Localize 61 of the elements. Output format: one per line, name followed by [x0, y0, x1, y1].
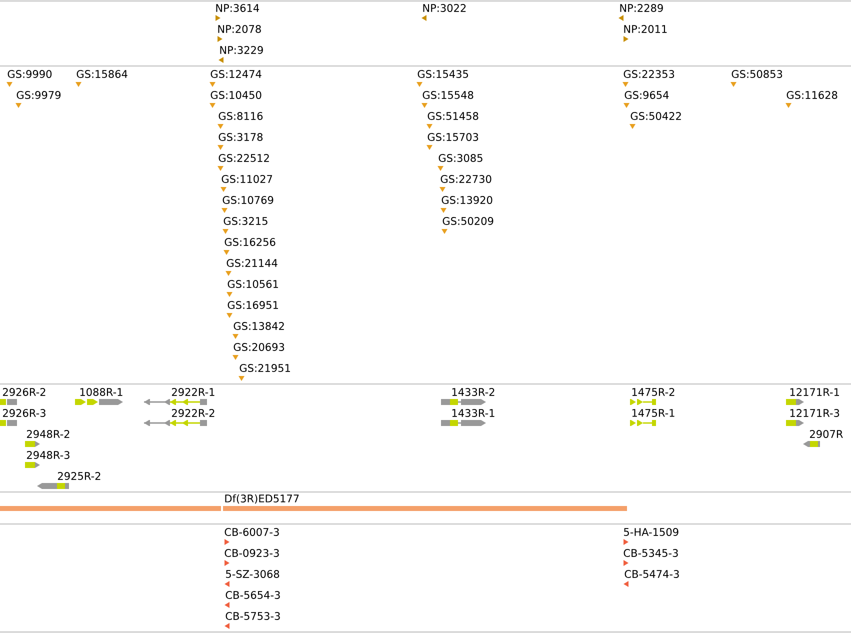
gene-label: 12171R-3 — [790, 409, 840, 417]
feature-label: CB-0923-3 — [224, 549, 279, 557]
gene-label: 1475R-1 — [632, 409, 674, 417]
feature-label: GS:11027 — [222, 175, 272, 183]
feature-label: GS:22353 — [624, 70, 674, 78]
feature-label: GS:22730 — [440, 175, 492, 183]
gene-label: 1088R-1 — [80, 388, 122, 396]
feature-label: CB-5474-3 — [624, 570, 679, 578]
feature-label: GS:15864 — [76, 70, 128, 78]
gene-label: 2926R-2 — [2, 388, 46, 396]
gene-label: 2925R-2 — [58, 472, 100, 480]
feature-label: GS:21144 — [226, 259, 278, 267]
feature-label: GS:13920 — [442, 196, 492, 204]
gene-label: 2948R-3 — [26, 451, 70, 459]
feature-label: GS:8116 — [218, 112, 263, 120]
feature-label: GS:3178 — [218, 133, 263, 141]
feature-label: GS:10450 — [210, 91, 262, 99]
feature-label: GS:11628 — [786, 91, 838, 99]
feature-label: CB-5753-3 — [226, 612, 280, 620]
feature-label: CB-6007-3 — [224, 528, 279, 536]
gene-label: 2926R-3 — [2, 409, 46, 417]
feature-label: GS:13842 — [234, 322, 284, 330]
gene-label: 1475R-2 — [632, 388, 674, 396]
feature-label: GS:51458 — [428, 112, 478, 120]
feature-label: GS:9990 — [8, 70, 52, 78]
deficiency-label: Df(3R)ED5177 — [225, 494, 299, 504]
feature-label: GS:16256 — [224, 238, 276, 246]
feature-label: GS:50422 — [630, 112, 681, 120]
feature-label: NP:2289 — [620, 4, 663, 12]
feature-label: GS:50209 — [442, 217, 494, 225]
feature-label: GS:9654 — [624, 91, 669, 99]
gene-label: 2907R — [810, 430, 843, 438]
feature-label: GS:20693 — [234, 343, 284, 351]
feature-label: CB-5345-3 — [624, 549, 678, 557]
feature-label: GS:22512 — [218, 154, 269, 162]
feature-label: 5-SZ-3068 — [226, 570, 280, 578]
feature-label: GS:50853 — [732, 70, 782, 78]
feature-label: GS:15548 — [422, 91, 474, 99]
gene-label: 2948R-2 — [26, 430, 70, 438]
feature-label: 5-HA-1509 — [624, 528, 678, 536]
feature-label: GS:12474 — [210, 70, 262, 78]
feature-label: CB-5654-3 — [226, 591, 280, 599]
feature-label: GS:10769 — [222, 196, 274, 204]
feature-label: GS:3215 — [224, 217, 268, 225]
feature-label: NP:3022 — [423, 4, 466, 12]
feature-label: GS:15435 — [418, 70, 468, 78]
gene-label: 2922R-1 — [172, 388, 214, 396]
gene-label: 1433R-1 — [452, 409, 494, 417]
feature-label: NP:3614 — [216, 4, 260, 12]
gene-label: 2922R-2 — [172, 409, 214, 417]
feature-label: GS:9979 — [16, 91, 61, 99]
feature-label: GS:15703 — [428, 133, 478, 141]
feature-label: GS:21951 — [240, 364, 290, 372]
feature-label: GS:16951 — [228, 301, 278, 309]
feature-label: GS:10561 — [228, 280, 278, 288]
feature-label: NP:2011 — [624, 25, 667, 33]
feature-label: GS:3085 — [438, 154, 482, 162]
gene-label: 12171R-1 — [790, 388, 839, 396]
feature-label: NP:3229 — [220, 46, 263, 54]
feature-label: NP:2078 — [218, 25, 261, 33]
gene-label: 1433R-2 — [452, 388, 494, 396]
